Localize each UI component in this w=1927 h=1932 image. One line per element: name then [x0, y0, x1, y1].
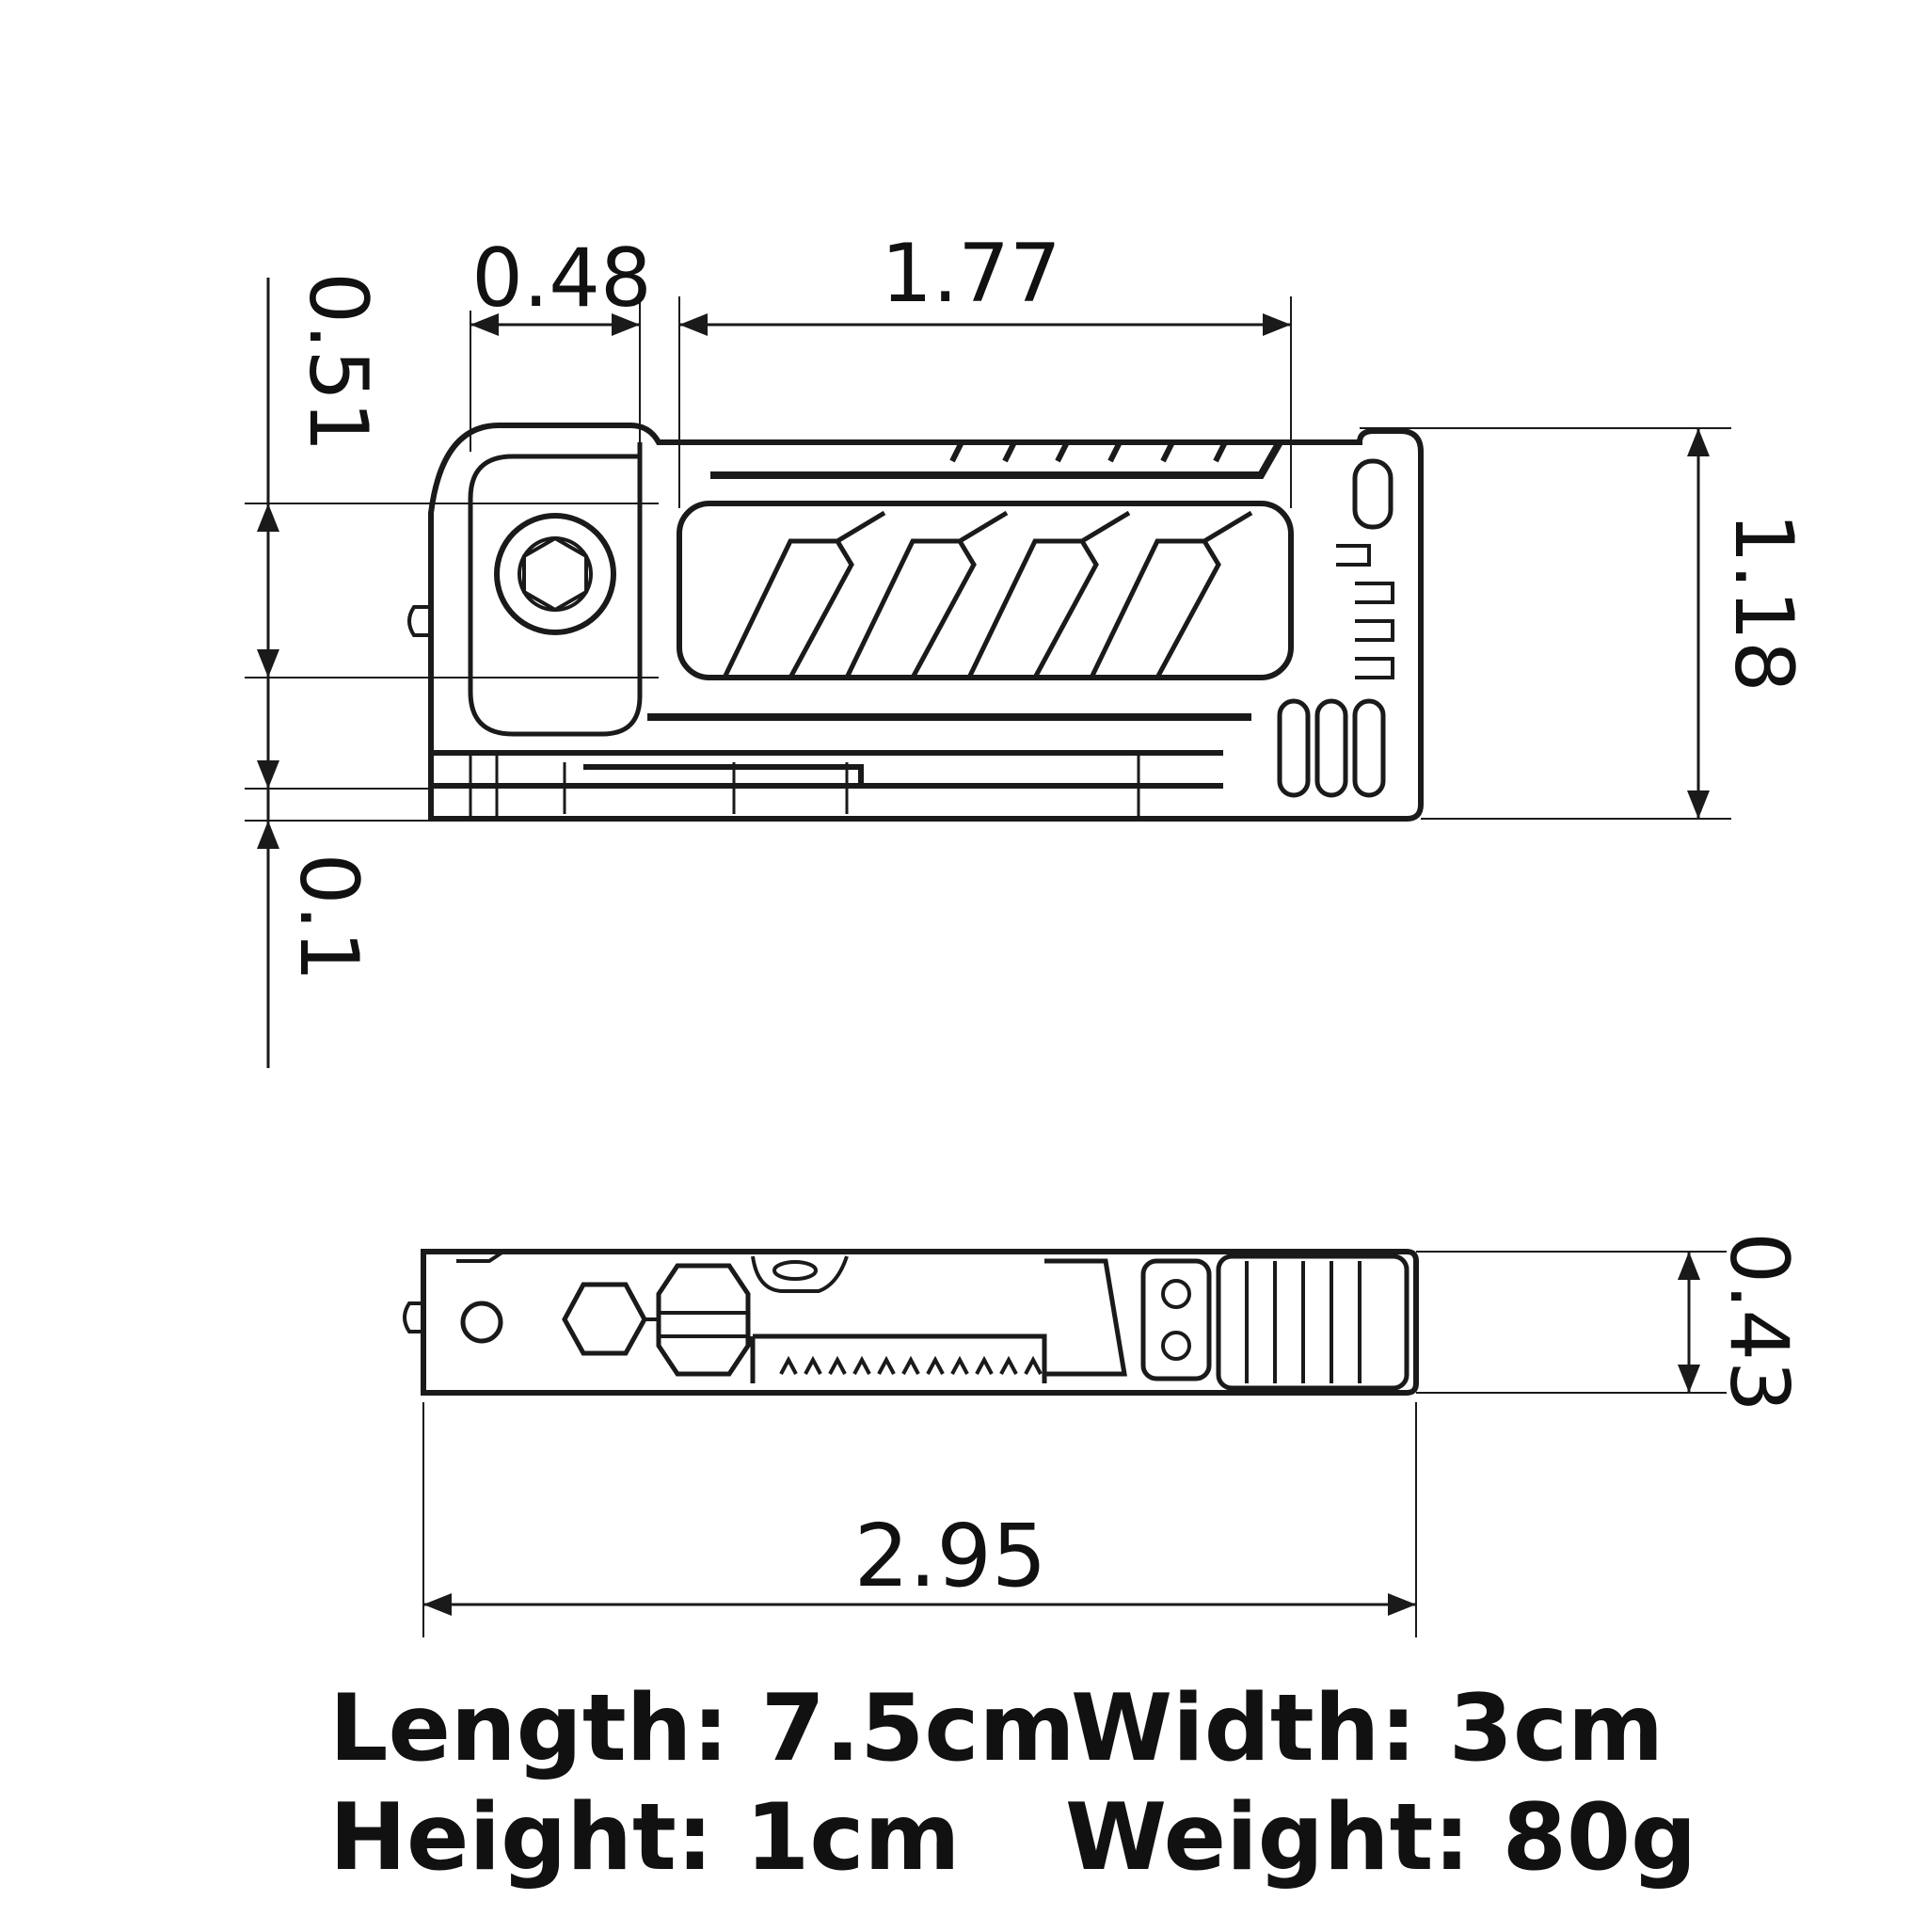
- dim-label-0-1: 0.1: [281, 854, 375, 982]
- spec-height: Height: 1cm: [329, 1784, 961, 1892]
- dim-label-1-77: 1.77: [881, 227, 1060, 321]
- top-dimension-lines: [245, 278, 1731, 1068]
- dim-label-2-95: 2.95: [854, 1506, 1047, 1606]
- spec-weight: Weight: 80g: [1065, 1784, 1696, 1892]
- spec-block: Length: 7.5cm Width: 3cm Height: 1cm Wei…: [329, 1675, 1696, 1892]
- dim-label-0-48: 0.48: [471, 232, 651, 326]
- bit-array: [722, 510, 1253, 679]
- dim-label-0-51: 0.51: [291, 272, 385, 452]
- top-teeth: [949, 440, 1228, 463]
- dim-label-0-43: 0.43: [1712, 1232, 1806, 1412]
- dim-label-1-18: 1.18: [1716, 512, 1810, 692]
- spec-width: Width: 3cm: [1071, 1675, 1664, 1782]
- side-view: [403, 1249, 1419, 1396]
- spec-length: Length: 7.5cm: [329, 1675, 1075, 1782]
- side-dimension-lines: [422, 1251, 1727, 1637]
- top-view: [407, 423, 1424, 822]
